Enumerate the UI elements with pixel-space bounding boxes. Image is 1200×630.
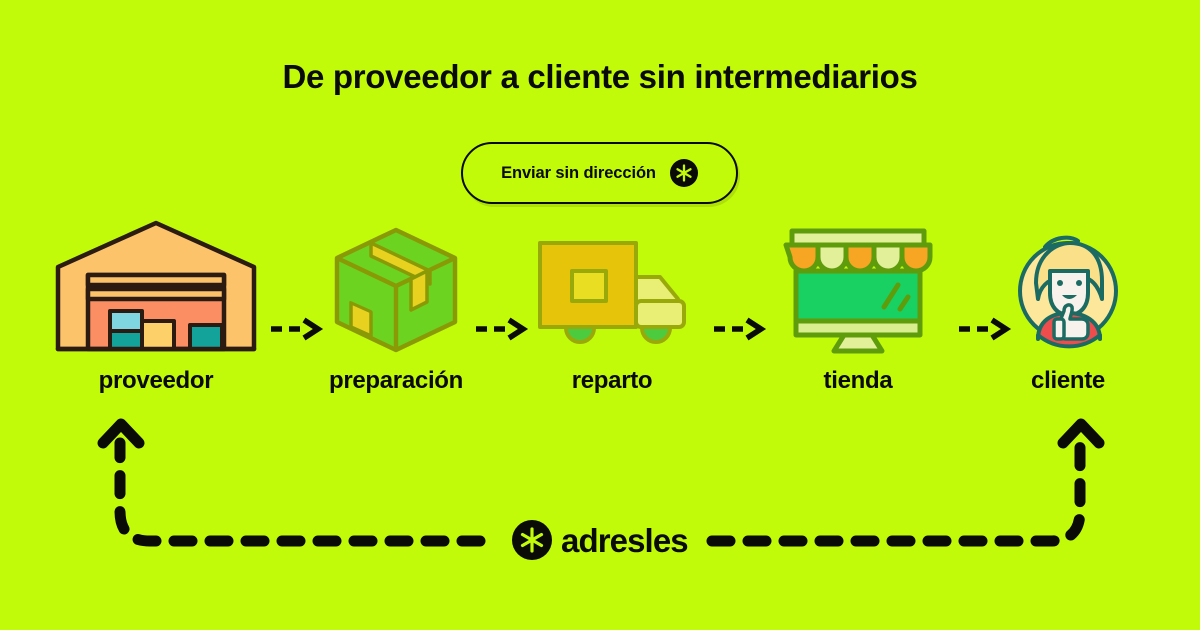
brand-logo: adresles (512, 518, 688, 562)
flow-step-cliente: cliente (968, 215, 1168, 410)
flow-step-label: tienda (824, 367, 893, 395)
delivery-truck-icon (532, 215, 692, 365)
flow-step-label: reparto (572, 367, 653, 395)
flow-step-label: preparación (329, 367, 463, 395)
page-title: De proveedor a cliente sin intermediario… (0, 58, 1200, 96)
flow-step-preparacion: preparación (296, 215, 496, 410)
package-box-icon (331, 215, 461, 365)
asterisk-badge-icon (512, 520, 552, 560)
warehouse-icon (52, 215, 260, 365)
customer-avatar-icon (1012, 215, 1124, 365)
flow-step-tienda: tienda (758, 215, 958, 410)
flow-step-label: cliente (1031, 367, 1105, 395)
flow-step-reparto: reparto (512, 215, 712, 410)
asterisk-badge-icon (670, 159, 698, 187)
supply-chain-flow: proveedor (0, 215, 1200, 410)
cta-label: Enviar sin dirección (501, 164, 656, 183)
enviar-sin-direccion-button[interactable]: Enviar sin dirección (461, 142, 738, 204)
storefront-screen-icon (778, 215, 938, 365)
arrow-up-right-icon (1063, 424, 1099, 443)
brand-name: adresles (561, 524, 688, 557)
flow-step-proveedor: proveedor (56, 215, 256, 410)
flow-step-label: proveedor (99, 367, 214, 395)
